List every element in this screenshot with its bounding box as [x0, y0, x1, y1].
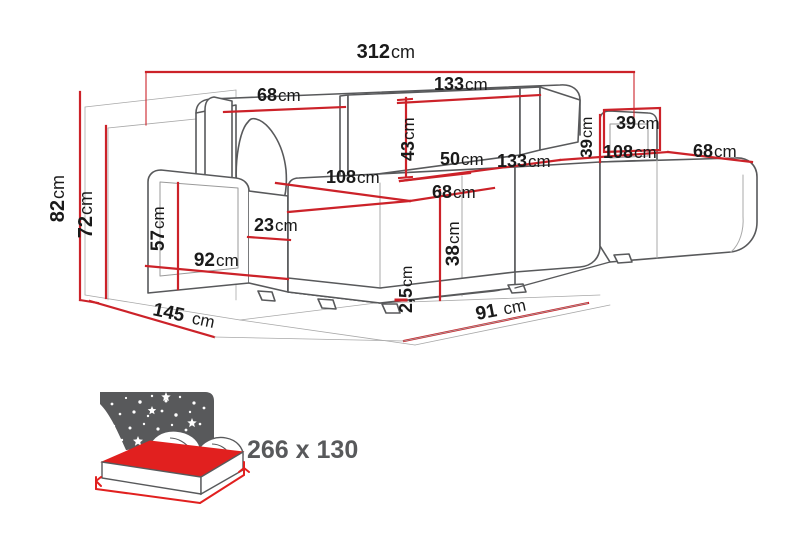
sofa-foot-right-2: [613, 253, 633, 264]
label-arm-57: 57 cm: [148, 206, 169, 251]
label-armrest-39h-value: 39: [616, 113, 636, 133]
sofa-foot-left-2: [317, 298, 337, 310]
sofa-back-right: [539, 86, 581, 151]
label-depth-91-unit: cm: [502, 296, 528, 319]
dimline-armrest-39-box: [602, 106, 662, 154]
dimline-backrest-mid: [396, 93, 542, 105]
label-seat-depth-50-unit: cm: [461, 150, 484, 169]
label-seat-width-68: 68 cm: [432, 182, 476, 202]
sofa-right-armrest-inner: [609, 123, 649, 159]
label-seat-38-value: 38: [443, 245, 464, 266]
label-height-82-value: 82: [47, 200, 69, 222]
label-chaise-68-unit: cm: [714, 142, 737, 161]
label-clearance-value: 2,5: [396, 288, 416, 313]
sleeping-area-icon: 266 x 130: [95, 392, 358, 504]
label-arm-92-unit: cm: [216, 251, 239, 270]
label-chaise-108-value: 108: [603, 142, 633, 162]
label-depth-145-unit: cm: [190, 309, 216, 332]
label-seat-depth-50: 50 cm: [440, 149, 484, 169]
label-seat-depth-108: 108 cm: [326, 167, 380, 187]
dimline-depth-145: [88, 299, 216, 339]
label-arm-57-value: 57: [148, 230, 169, 251]
label-total-width: 312 cm: [357, 41, 415, 63]
label-depth-91-value: 91: [474, 300, 499, 325]
label-backrest-left-value: 68: [257, 85, 277, 105]
label-seat-width-68-unit: cm: [453, 183, 476, 202]
label-seat-width-133-value: 133: [497, 151, 527, 171]
label-total-width-unit: cm: [391, 42, 415, 62]
label-backrest-height: 43 cm: [398, 117, 418, 161]
label-armrest-39v-value: 39: [577, 139, 596, 158]
dimline-seat-width-68: [408, 186, 496, 203]
label-height-82: 82 cm: [47, 175, 69, 222]
dimline-backrest-height-top: [396, 97, 414, 102]
label-armrest-39h-unit: cm: [637, 114, 660, 133]
label-backrest-height-unit: cm: [399, 117, 418, 140]
label-backrest-height-value: 43: [398, 141, 418, 161]
label-arm-57-unit: cm: [149, 206, 168, 229]
sofa-foot-mid: [381, 303, 401, 314]
label-height-72-unit: cm: [76, 191, 96, 215]
stars-group: [106, 392, 206, 449]
label-depth-145-value: 145: [151, 299, 187, 326]
label-height-72-value: 72: [75, 216, 97, 238]
dimension-labels: 312 cm 68 cm 133 cm 43 cm 50 cm: [47, 41, 737, 332]
label-seat-38: 38 cm: [443, 221, 464, 266]
label-backrest-mid-unit: cm: [465, 75, 488, 94]
label-backrest-left-unit: cm: [278, 86, 301, 105]
sofa-chaise-seat: [514, 161, 601, 273]
label-seat-width-68-value: 68: [432, 182, 452, 202]
label-chaise-108: 108 cm: [603, 142, 657, 162]
label-height-82-unit: cm: [48, 175, 68, 199]
label-height-72: 72 cm: [75, 191, 97, 238]
label-seat-23-value: 23: [254, 215, 274, 235]
sofa-back-cushion-left: [204, 96, 233, 187]
sofa-left-armrest-inner-top: [159, 181, 239, 277]
sofa-back-cushion-mid-3: [519, 86, 541, 156]
sofa-foot-left-1: [257, 290, 276, 302]
sofa-chaise-end-curve: [730, 174, 744, 253]
label-chaise-68: 68 cm: [693, 141, 737, 161]
label-backrest-mid-value: 133: [434, 74, 464, 94]
dimline-seat-50-tick: [398, 171, 472, 183]
dimline-seat-depth-108: [274, 181, 412, 203]
label-clearance-2-5: 2,5 cm: [396, 266, 416, 313]
dimline-backrest-left: [222, 105, 347, 114]
label-seat-depth-50-value: 50: [440, 149, 460, 169]
label-armrest-39-horizontal: 39 cm: [616, 113, 660, 133]
label-seat-depth-108-unit: cm: [357, 168, 380, 187]
label-seat-23: 23 cm: [254, 215, 298, 235]
label-seat-23-unit: cm: [275, 216, 298, 235]
dimline-backrest-height-bot: [397, 175, 414, 180]
dimline-chaise-68: [666, 150, 754, 164]
label-seat-depth-108-value: 108: [326, 167, 356, 187]
label-arm-92-value: 92: [194, 250, 215, 271]
sofa-chaise-end: [599, 157, 758, 263]
sofa-illustration: [84, 84, 758, 346]
label-total-width-value: 312: [357, 41, 390, 63]
label-arm-92: 92 cm: [194, 250, 239, 271]
label-clearance-unit: cm: [399, 266, 416, 287]
dimline-seat-23: [246, 235, 292, 242]
bed-dimension-arrows: [95, 461, 250, 504]
label-backrest-mid: 133 cm: [434, 74, 488, 94]
label-seat-width-133: 133 cm: [497, 151, 551, 171]
label-chaise-68-value: 68: [693, 141, 713, 161]
dimline-seat-68-left: [286, 199, 412, 214]
label-seat-width-133-unit: cm: [528, 152, 551, 171]
label-armrest-39v-unit: cm: [579, 117, 596, 138]
baseline-guides: [213, 302, 589, 342]
bed-size-label: 266 x 130: [247, 436, 358, 464]
dimline-chaise-108: [558, 150, 670, 162]
label-seat-38-unit: cm: [444, 221, 463, 244]
sofa-lower-right-edge: [514, 261, 611, 289]
label-chaise-108-unit: cm: [634, 143, 657, 162]
dimline-arm-92: [144, 264, 290, 281]
label-armrest-39-vertical: 39 cm: [577, 117, 596, 158]
label-depth-91: 91 cm: [474, 296, 528, 325]
label-backrest-left: 68 cm: [257, 85, 301, 105]
